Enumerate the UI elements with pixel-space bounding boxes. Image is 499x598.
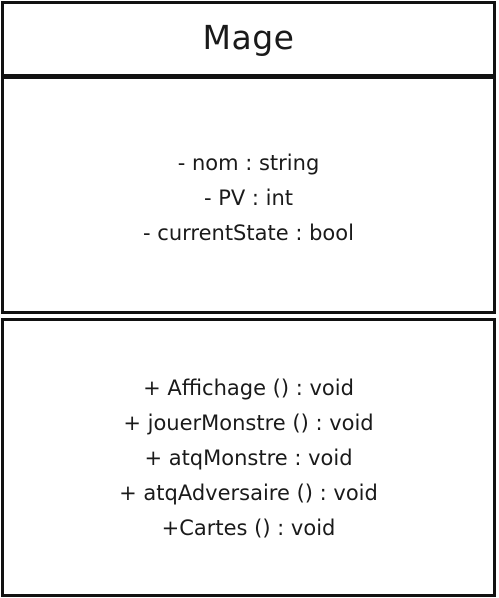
attribute-list: - nom : string - PV : int - currentState… xyxy=(143,146,354,251)
attribute-item: - PV : int xyxy=(203,185,294,210)
method-list: + Affichage () : void + jouerMonstre () … xyxy=(119,371,378,546)
class-name-compartment[interactable]: Mage xyxy=(1,1,496,77)
attribute-item: - currentState : bool xyxy=(143,220,354,245)
attributes-compartment[interactable]: - nom : string - PV : int - currentState… xyxy=(1,76,496,314)
class-name: Mage xyxy=(202,17,295,57)
method-item: + atqAdversaire () : void xyxy=(119,481,378,505)
method-item: + jouerMonstre () : void xyxy=(123,411,374,435)
method-item: + atqMonstre : void xyxy=(144,446,353,470)
method-item: +Cartes () : void xyxy=(161,516,336,540)
method-item: + Affichage () : void xyxy=(143,376,354,400)
attribute-item: - nom : string xyxy=(177,150,320,175)
methods-compartment[interactable]: + Affichage () : void + jouerMonstre () … xyxy=(1,318,496,597)
